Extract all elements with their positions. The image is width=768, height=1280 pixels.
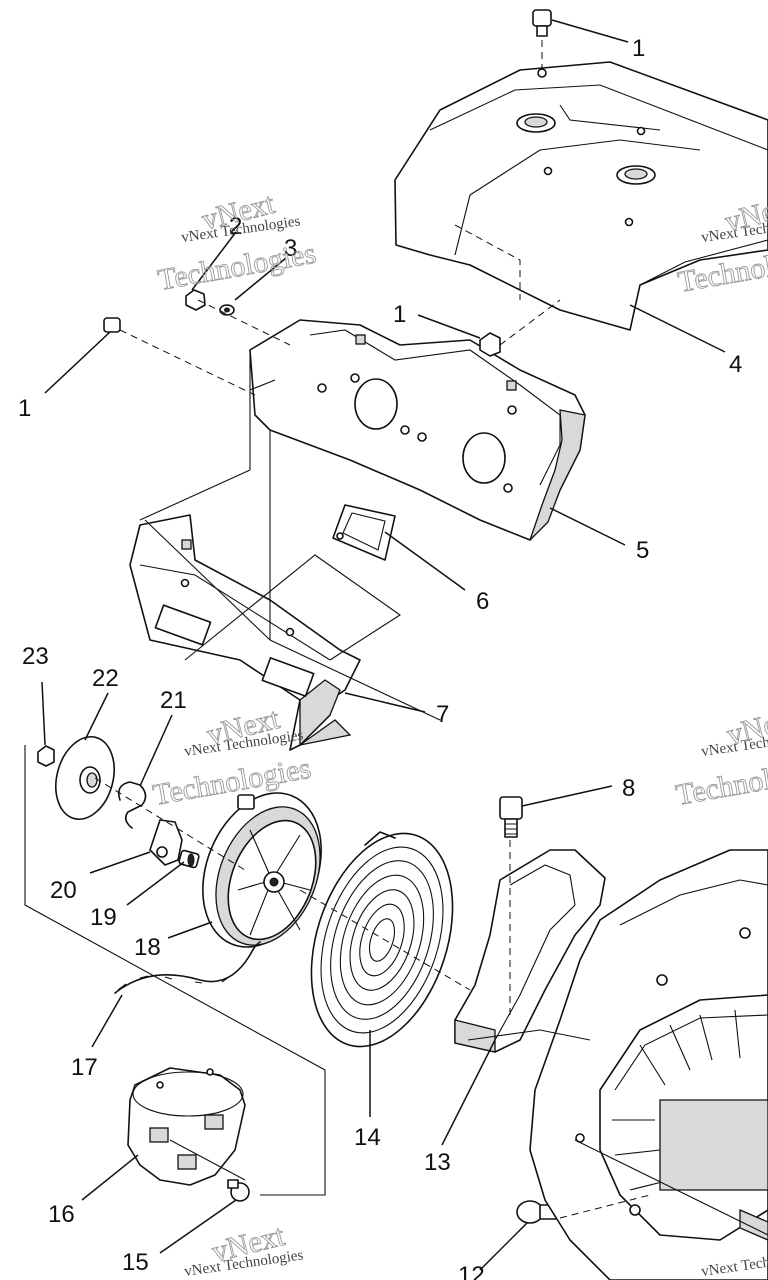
gasket-part [332, 504, 396, 561]
watermark-word-middle-right: vNext [724, 702, 768, 752]
callout-5: 5 [636, 537, 649, 564]
screw-15-part [227, 1179, 250, 1202]
starter-cup-part [127, 1067, 246, 1186]
fan-housing-part [529, 849, 768, 1280]
callout-4: 4 [729, 351, 742, 378]
callout-6: 6 [476, 588, 489, 615]
callout-8: 8 [622, 775, 635, 802]
bracket-plate-part [249, 319, 586, 541]
callout-labels: 1 1 1 2 3 4 5 6 7 8 12 13 14 15 16 17 18… [18, 35, 742, 1280]
callout-21: 21 [160, 687, 187, 714]
bushing-part [178, 849, 200, 869]
callout-23: 23 [22, 643, 49, 670]
recoil-spring-part [310, 831, 454, 1048]
mounting-bracket-part [129, 514, 361, 751]
recoil-pulley-part [202, 792, 322, 948]
callout-3: 3 [284, 235, 297, 262]
callout-17: 17 [71, 1054, 98, 1081]
callout-15: 15 [122, 1249, 149, 1276]
nut-23-part [37, 745, 55, 767]
assembly-lines [24, 40, 768, 1236]
callout-7: 7 [436, 701, 449, 728]
friction-plate-part [55, 735, 115, 821]
callout-12: 12 [458, 1262, 485, 1280]
bolt-8-part [499, 796, 523, 838]
callout-22: 22 [92, 665, 119, 692]
pawl-part [149, 819, 183, 866]
top-cover-part [394, 61, 768, 331]
leader-lines [41, 19, 726, 1271]
callout-2: 2 [229, 213, 242, 240]
callout-1-top: 1 [632, 35, 645, 62]
callout-20: 20 [50, 877, 77, 904]
callout-1-left: 1 [18, 395, 31, 422]
callout-18: 18 [134, 934, 161, 961]
callout-14: 14 [354, 1124, 381, 1151]
starter-rope-part [114, 941, 261, 994]
callout-1-middle: 1 [393, 301, 406, 328]
side-bracket-part [454, 849, 606, 1053]
fastener-parts [103, 9, 552, 357]
callout-13: 13 [424, 1149, 451, 1176]
watermark-word-middle-right-2: Technologies [673, 752, 768, 812]
spring-clip-part [117, 781, 147, 829]
callout-16: 16 [48, 1201, 75, 1228]
watermark-word-top-left-2: Technologies [155, 237, 318, 297]
callout-19: 19 [90, 904, 117, 931]
